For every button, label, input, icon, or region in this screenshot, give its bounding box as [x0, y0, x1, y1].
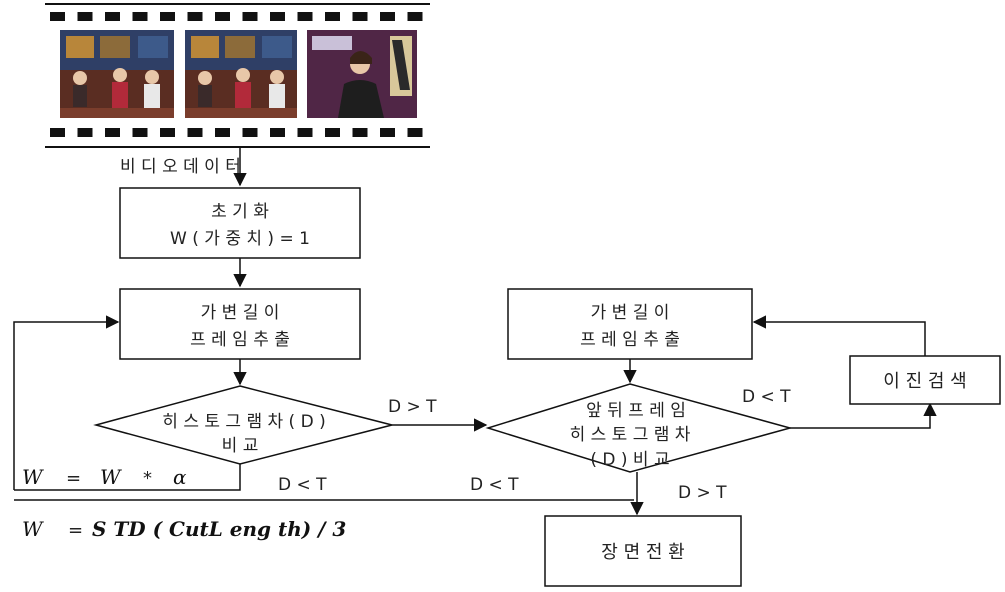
weight-update-alpha: α [173, 465, 187, 489]
film-sprocket-hole [407, 12, 423, 21]
decision-right-line1: 앞 뒤 프 레 임 [586, 401, 686, 421]
film-sprocket-hole [352, 128, 368, 137]
weight-update-box-border [14, 464, 241, 491]
film-frame-2 [185, 30, 297, 118]
film-sprocket-hole [50, 128, 65, 137]
film-sprocket-hole [380, 128, 395, 137]
film-sprocket-hole [325, 12, 340, 21]
formula-expr: S TD ( CutL eng th) / 3 [92, 517, 346, 541]
edge-left-lt: D < T [278, 475, 327, 495]
film-sprocket-hole [77, 12, 93, 21]
film-sprocket-hole [215, 128, 230, 137]
formula-w: W [22, 517, 44, 541]
extract-left-line1: 가 변 길 이 [201, 303, 280, 323]
binary-search-box [849, 355, 1001, 405]
film-sprocket-hole [160, 128, 175, 137]
film-sprocket-hole [297, 128, 313, 137]
scene-change-label: 장 면 전 환 [601, 542, 684, 563]
film-sprocket-hole [297, 12, 313, 21]
film-frame-1 [60, 30, 174, 118]
extract-right-box [507, 288, 753, 360]
film-sprocket-hole [160, 12, 175, 21]
decision-left-line1: 히 스 토 그 램 차 ( D ) [162, 412, 325, 432]
extract-right-line1: 가 변 길 이 [591, 303, 670, 323]
init-box-weight: W ( 가 중 치 ) = 1 [170, 229, 310, 249]
film-sprocket-hole [325, 128, 340, 137]
film-sprocket-hole [77, 128, 93, 137]
edge-right-lt-top: D < T [742, 387, 791, 407]
film-sprocket-hole [105, 128, 120, 137]
film-sprocket-hole [132, 128, 148, 137]
film-frame-3 [307, 30, 417, 118]
film-sprockets-top [50, 12, 423, 21]
film-sprockets-bottom [50, 128, 423, 137]
film-sprocket-hole [132, 12, 148, 21]
film-sprocket-hole [105, 12, 120, 21]
film-sprocket-hole [352, 12, 368, 21]
edge-right-gt: D > T [678, 483, 727, 503]
init-box-title: 초 기 화 [211, 202, 269, 222]
decision-right-line2: 히 스 토 그 램 차 [570, 425, 691, 445]
edge-right-lt-bottom: D < T [470, 475, 519, 495]
extract-left-line2: 프 레 임 추 출 [190, 330, 290, 350]
decision-left-line2: 비 교 [222, 436, 259, 456]
scene-change-box [544, 515, 742, 587]
edge-left-gt: D > T [388, 397, 437, 417]
film-sprocket-hole [242, 12, 258, 21]
weight-update-star: * [143, 468, 152, 489]
film-sprocket-hole [407, 128, 423, 137]
film-sprocket-hole [50, 12, 65, 21]
extract-left-box [119, 288, 361, 360]
film-sprocket-hole [187, 12, 203, 21]
film-sprocket-hole [380, 12, 395, 21]
arrow-binary-search-to-extract [752, 315, 926, 356]
film-sprocket-hole [215, 12, 230, 21]
film-sprocket-hole [187, 128, 203, 137]
arrow-decision-to-binary-search [790, 402, 937, 429]
weight-update-eq: = [66, 468, 81, 489]
decision-right-diamond [485, 383, 793, 473]
decision-right-line3: ( D ) 비 교 [590, 450, 669, 470]
formula-eq: = [68, 520, 83, 541]
film-sprocket-hole [242, 128, 258, 137]
arrow-feedback-to-extract [13, 315, 120, 490]
weight-update-w2: W [100, 465, 122, 489]
film-sprocket-hole [270, 12, 285, 21]
film-sprocket-hole [270, 128, 285, 137]
weight-update-w: W [22, 465, 44, 489]
extract-right-line2: 프 레 임 추 출 [580, 330, 680, 350]
film-strip [45, 0, 430, 148]
video-data-label: 비 디 오 데 이 터 [120, 157, 241, 177]
binary-search-label: 이 진 검 색 [883, 371, 966, 392]
